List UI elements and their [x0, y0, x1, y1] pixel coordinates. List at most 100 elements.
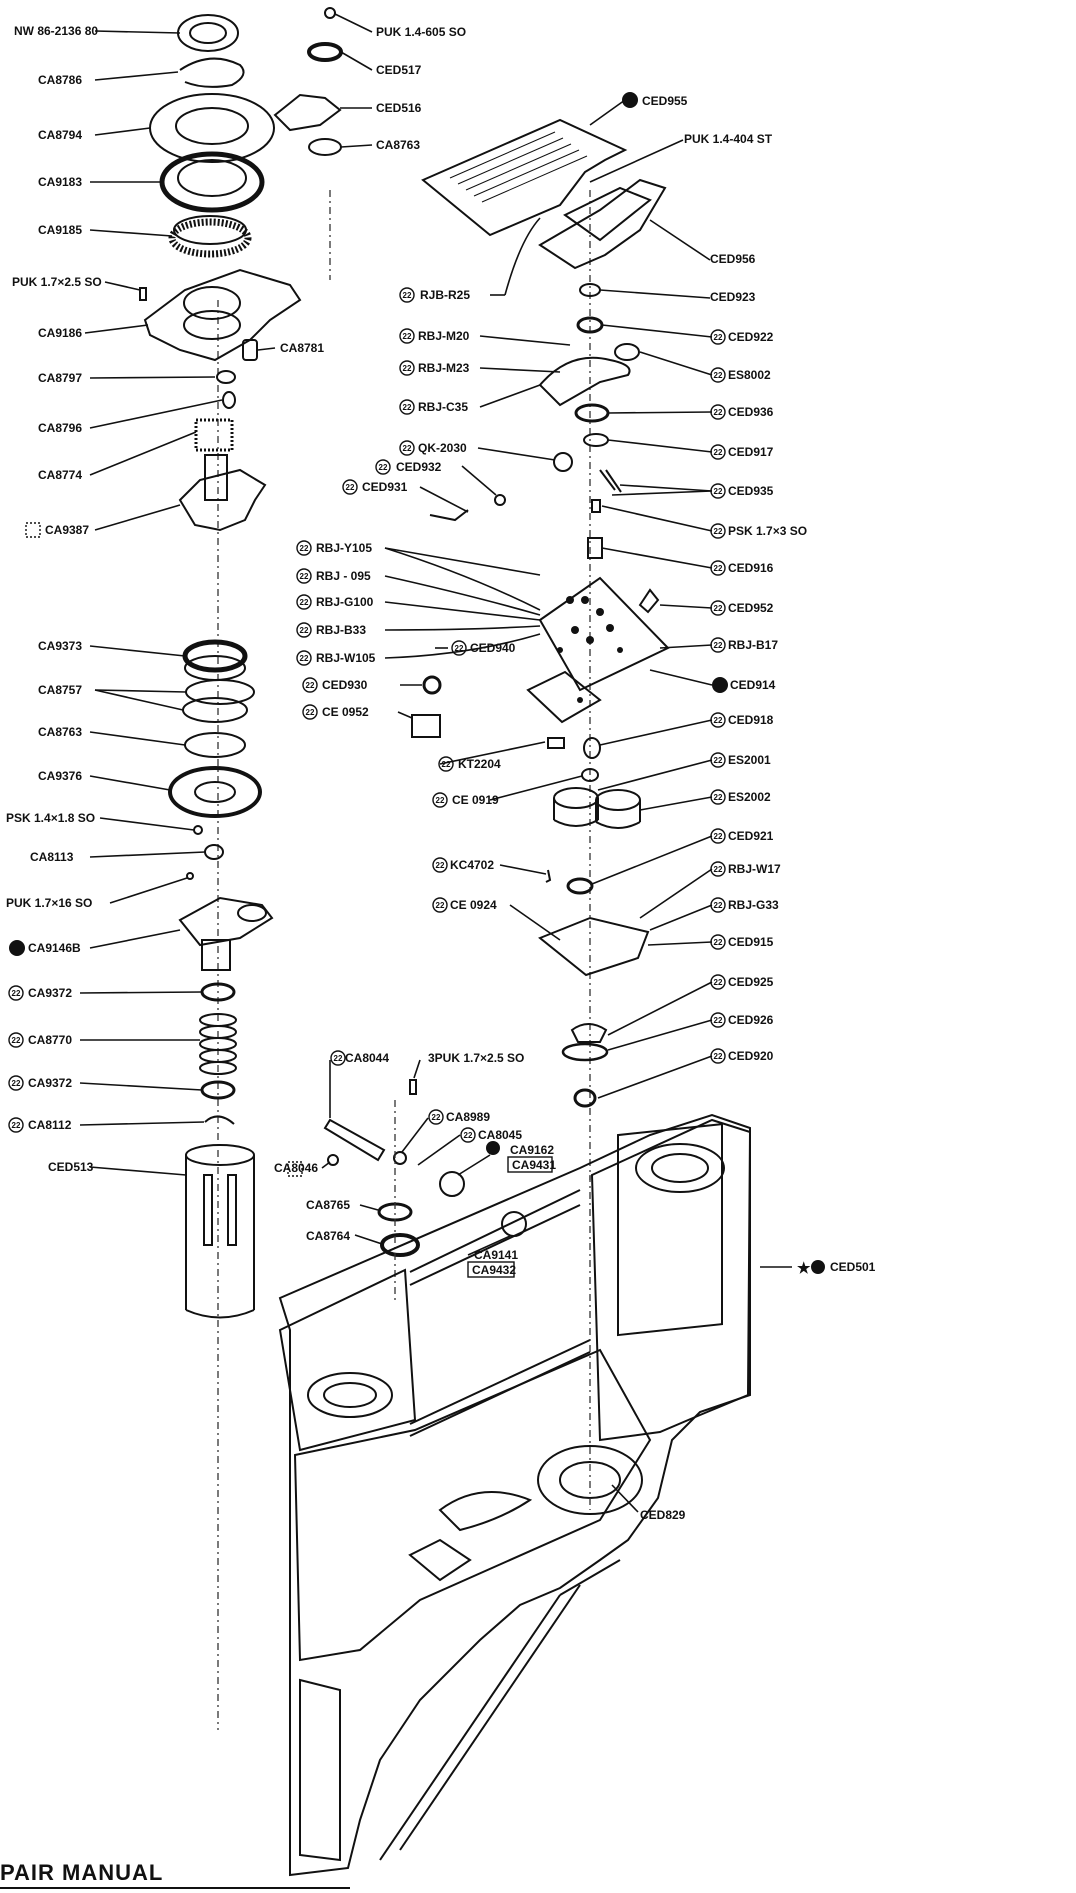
label-ca8113: CA8113: [30, 850, 74, 864]
part-ca9183-inner: [177, 159, 247, 197]
label-ca8797: CA8797: [38, 371, 82, 385]
circled-mark-text-4: 22: [403, 444, 412, 453]
label-psk14x18: PSK 1.4×1.8 SO: [6, 811, 95, 825]
label-rbj-c35: RBJ-C35: [418, 400, 468, 414]
part-ca9186: [143, 268, 302, 362]
label-nw: NW 86-2136 80: [14, 24, 98, 38]
circled-mark-4: [399, 440, 415, 456]
label-rbj-g33: RBJ-G33: [728, 898, 779, 912]
label-ca9146: CA9146B: [28, 941, 81, 955]
part-ced932: [494, 494, 506, 506]
circled-mark-text-25: 22: [714, 564, 723, 573]
part-ca8763-ring: [184, 732, 246, 758]
part-ced935: [599, 469, 622, 493]
part-es2002: [595, 789, 641, 829]
circled-mark-15: [438, 756, 454, 772]
circled-mark-text-44: 22: [464, 1131, 473, 1140]
label-rbj-g100: RBJ-G100: [316, 595, 374, 609]
circled-mark-11: [451, 640, 467, 656]
circled-mark-text-42: 22: [334, 1054, 343, 1063]
label-puk14404: PUK 1.4-404 ST: [684, 132, 773, 146]
label-ced940: CED940: [470, 641, 516, 655]
circled-mark-1: [399, 328, 415, 344]
label-ced930: CED930: [322, 678, 368, 692]
circled-mark-text-7: 22: [300, 544, 309, 553]
label-es2001: ES2001: [728, 753, 771, 767]
circled-mark-21: [710, 404, 726, 420]
part-ced955: [421, 118, 628, 237]
part-ce0919: [581, 768, 599, 782]
label-ced513: CED513: [48, 1160, 94, 1174]
label-ced916: CED916: [728, 561, 774, 575]
circled-mark-text-43: 22: [432, 1113, 441, 1122]
label-ca8763-top: CA8763: [376, 138, 420, 152]
circled-mark-43: [428, 1109, 444, 1125]
label-rjb-r25: RJB-R25: [420, 288, 470, 302]
label-ced931: CED931: [362, 480, 408, 494]
circled-mark-42: [330, 1050, 346, 1066]
label-rbj-095: RBJ - 095: [316, 569, 371, 583]
label-ced501: CED501: [830, 1260, 876, 1274]
circled-mark-text-11: 22: [455, 644, 464, 653]
label-ca8044: CA8044: [345, 1051, 389, 1065]
label-rbj-m20: RBJ-M20: [418, 329, 470, 343]
circled-mark-text-28: 22: [714, 716, 723, 725]
label-ced932: CED932: [396, 460, 442, 474]
label-ced517: CED517: [376, 63, 422, 77]
label-ced922: CED922: [728, 330, 774, 344]
circled-mark-text-6: 22: [346, 483, 355, 492]
label-ced918: CED918: [728, 713, 774, 727]
label-ced917: CED917: [728, 445, 774, 459]
circled-mark-text-10: 22: [300, 626, 309, 635]
label-puk14605: PUK 1.4-605 SO: [376, 25, 466, 39]
part-ced517: [307, 42, 343, 62]
circled-mark-text-24: 22: [714, 527, 723, 536]
part-ca8796: [222, 391, 236, 409]
circled-mark-17: [432, 857, 448, 873]
label-ca9431: CA9431: [512, 1158, 556, 1172]
part-ca8112: [204, 1115, 235, 1125]
part-ced918: [583, 737, 601, 759]
part-ced931: [429, 509, 469, 522]
label-ced915: CED915: [728, 935, 774, 949]
label-ce0952: CE 0952: [322, 705, 369, 719]
label-kt2204: KT2204: [458, 757, 501, 771]
circled-mark-9: [296, 594, 312, 610]
label-ced925: CED925: [728, 975, 774, 989]
label-ca8794: CA8794: [38, 128, 82, 142]
label-ced955: CED955: [642, 94, 688, 108]
circled-mark-text-40: 22: [12, 1079, 21, 1088]
part-ced926: [561, 1042, 609, 1062]
part-ce0952-box: [411, 714, 441, 738]
label-ca8796: CA8796: [38, 421, 82, 435]
circled-mark-22: [710, 444, 726, 460]
circled-mark-text-36: 22: [714, 1016, 723, 1025]
label-ca8112: CA8112: [28, 1118, 72, 1132]
circled-mark-text-34: 22: [714, 938, 723, 947]
circled-mark-text-16: 22: [436, 796, 445, 805]
part-ca8774: [194, 418, 234, 452]
circled-mark-text-2: 22: [403, 364, 412, 373]
part-ced516: [273, 93, 342, 132]
circled-mark-14: [302, 704, 318, 720]
part-kc4702: [545, 869, 552, 883]
circled-mark-text-15: 22: [442, 760, 451, 769]
label-ca9373: CA9373: [38, 639, 82, 653]
part-labels: NW 86-2136 80 CA8786 CA8794 CA9183 CA918…: [6, 24, 876, 1522]
part-kt2204: [547, 737, 565, 749]
part-ca9387: [178, 468, 267, 532]
part-psk17-screw: [591, 499, 601, 513]
circled-mark-13: [302, 677, 318, 693]
label-ca9183: CA9183: [38, 175, 82, 189]
label-ced923: CED923: [710, 290, 756, 304]
label-kc4702: KC4702: [450, 858, 494, 872]
circled-mark-text-33: 22: [714, 901, 723, 910]
circled-mark-18: [432, 897, 448, 913]
part-ca9186-boss-base: [183, 310, 241, 340]
label-ced952: CED952: [728, 601, 774, 615]
label-ce0924: CE 0924: [450, 898, 497, 912]
part-ca9146-hole: [237, 904, 267, 922]
label-ca8989: CA8989: [446, 1110, 490, 1124]
label-rbj-b33: RBJ-B33: [316, 623, 366, 637]
